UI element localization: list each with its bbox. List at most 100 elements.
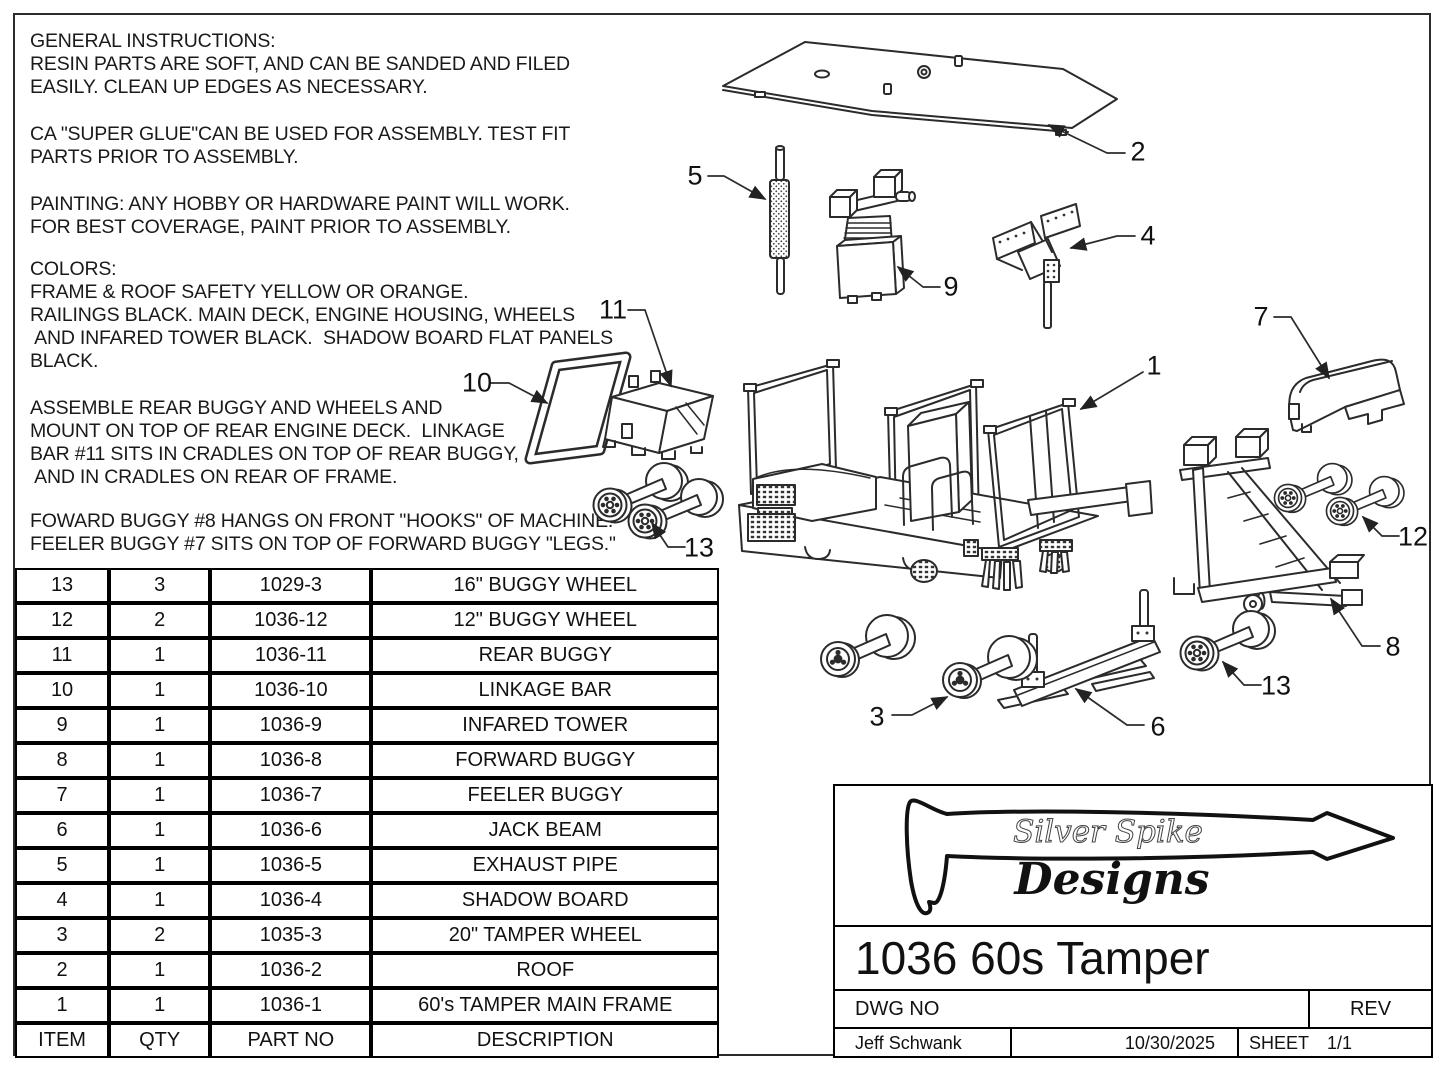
cell-qty: 1: [109, 848, 211, 883]
cell-part-no: 1036-10: [210, 673, 372, 708]
tamper-wheels-drawing: [820, 614, 1038, 699]
callout-buggy-wheel-13-right: 13: [1260, 670, 1292, 701]
forward-buggy-instructions-text: FOWARD BUGGY #8 HANGS ON FRONT "HOOKS" O…: [30, 510, 616, 555]
buggy-wheel-13-right-drawing: [1179, 610, 1276, 672]
cell-item: 2: [15, 953, 110, 988]
rev-label: REV: [1349, 997, 1392, 1020]
callout-leader-lines: [490, 124, 1400, 726]
cell-item: 1: [15, 988, 110, 1023]
roof-drawing: [722, 41, 1118, 136]
cell-description: EXHAUST PIPE: [371, 848, 719, 883]
cell-description: INFARED TOWER: [371, 708, 719, 743]
cell-description: 60's TAMPER MAIN FRAME: [371, 988, 719, 1023]
header-description: DESCRIPTION: [371, 1023, 719, 1058]
cell-item: 4: [15, 883, 110, 918]
header-part-no: PART NO: [210, 1023, 372, 1058]
sheet-border: [13, 13, 1431, 1056]
cell-item: 8: [15, 743, 110, 778]
cell-description: 12" BUGGY WHEEL: [371, 603, 719, 638]
callout-linkage-bar: 10: [461, 367, 493, 398]
cell-qty: 2: [109, 603, 211, 638]
general-instructions-text: GENERAL INSTRUCTIONS: RESIN PARTS ARE SO…: [30, 30, 570, 98]
cell-description: SHADOW BOARD: [371, 883, 719, 918]
callout-buggy-wheel-13-left: 13: [683, 532, 715, 563]
callout-tamper-wheel: 3: [869, 701, 885, 732]
rear-buggy-instructions-text: ASSEMBLE REAR BUGGY AND WHEELS AND MOUNT…: [30, 397, 519, 488]
rear-buggy-drawing: [602, 370, 714, 460]
callout-rear-buggy: 11: [598, 294, 628, 325]
cell-item: 10: [15, 673, 110, 708]
colors-instructions-text: COLORS: FRAME & ROOF SAFETY YELLOW OR OR…: [30, 258, 613, 372]
cell-item: 12: [15, 603, 110, 638]
cell-description: JACK BEAM: [371, 813, 719, 848]
cell-part-no: 1036-5: [210, 848, 372, 883]
cell-part-no: 1036-11: [210, 638, 372, 673]
sheet-value: 1/1: [1327, 1032, 1353, 1053]
cell-item: 9: [15, 708, 110, 743]
buggy-wheels-12-drawing: [1273, 462, 1405, 527]
cell-description: FEELER BUGGY: [371, 778, 719, 813]
cell-part-no: 1029-3: [210, 568, 372, 603]
drawing-date: 10/30/2025: [1012, 1029, 1239, 1057]
cell-qty: 1: [109, 708, 211, 743]
cell-part-no: 1036-7: [210, 778, 372, 813]
painting-instructions-text: PAINTING: ANY HOBBY OR HARDWARE PAINT WI…: [30, 193, 570, 238]
cell-qty: 1: [109, 988, 211, 1023]
callout-jack-beam: 6: [1150, 711, 1166, 742]
exhaust-pipe-drawing: [769, 145, 790, 295]
cell-item: 7: [15, 778, 110, 813]
callout-exhaust-pipe: 5: [687, 160, 703, 191]
brand-designs-text: Designs: [1012, 854, 1209, 905]
cell-part-no: 1035-3: [210, 918, 372, 953]
jack-beam-drawing: [997, 589, 1161, 709]
brand-logo: Silver Spike Designs: [835, 786, 1431, 927]
cell-part-no: 1036-6: [210, 813, 372, 848]
cell-item: 13: [15, 568, 110, 603]
sheet-label: SHEET: [1249, 1032, 1310, 1053]
callout-roof: 2: [1130, 136, 1146, 167]
cell-item: 6: [15, 813, 110, 848]
callout-buggy-wheel-12: 12: [1397, 521, 1429, 552]
callout-forward-buggy: 8: [1385, 631, 1401, 662]
dwg-no-label: DWG NO: [835, 991, 1310, 1027]
cell-part-no: 1036-12: [210, 603, 372, 638]
sheet-cell: SHEET 1/1: [1239, 1029, 1431, 1057]
cell-qty: 1: [109, 953, 211, 988]
cell-description: 16" BUGGY WHEEL: [371, 568, 719, 603]
glue-instructions-text: CA "SUPER GLUE"CAN BE USED FOR ASSEMBLY.…: [30, 123, 571, 168]
callout-main-frame: 1: [1146, 350, 1162, 381]
cell-part-no: 1036-1: [210, 988, 372, 1023]
drawing-title: 1036 60s Tamper: [835, 927, 1431, 991]
infared-tower-drawing: [829, 169, 916, 304]
cell-description: FORWARD BUGGY: [371, 743, 719, 778]
cell-part-no: 1036-8: [210, 743, 372, 778]
shadow-board-drawing: [992, 203, 1081, 329]
cell-qty: 1: [109, 883, 211, 918]
callout-shadow-board: 4: [1140, 220, 1156, 251]
cell-qty: 1: [109, 778, 211, 813]
cell-qty: 1: [109, 673, 211, 708]
forward-buggy-drawing: [1173, 428, 1365, 614]
buggy-wheels-13-left-drawing: [592, 462, 724, 540]
cell-qty: 1: [109, 813, 211, 848]
linkage-bar-drawing: [524, 351, 632, 465]
cell-part-no: 1036-9: [210, 708, 372, 743]
cell-item: 3: [15, 918, 110, 953]
header-item: ITEM: [15, 1023, 110, 1058]
feeler-buggy-drawing: [1288, 358, 1405, 433]
